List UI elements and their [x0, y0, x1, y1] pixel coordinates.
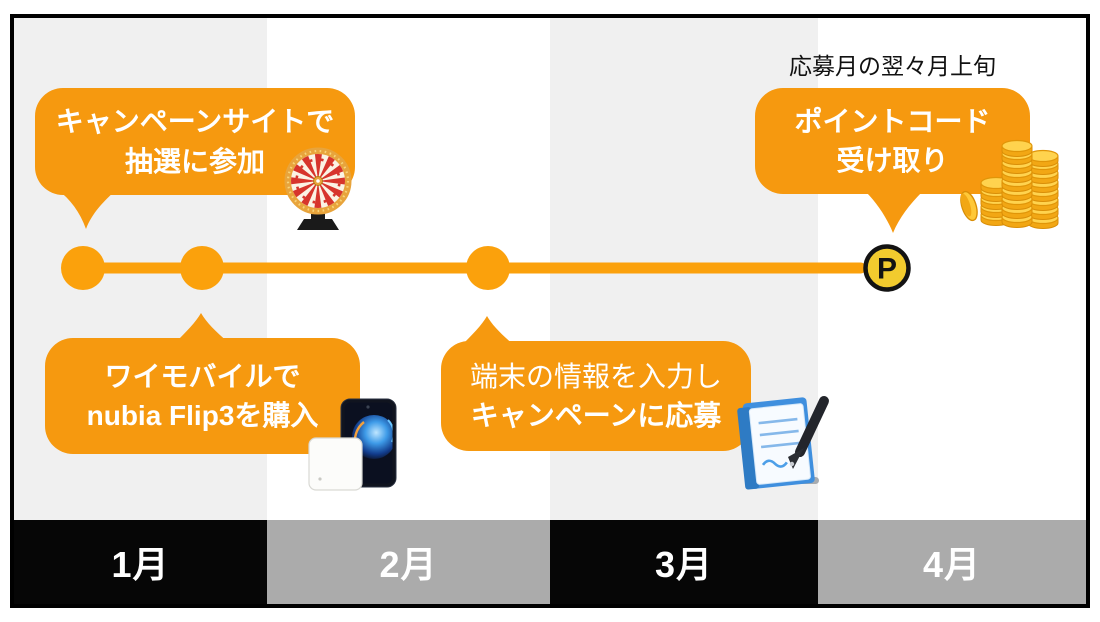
month-band-january: 1月: [14, 520, 267, 604]
bubble-receive-line1: ポイントコード: [794, 105, 991, 137]
bubble-apply-line1: 端末の情報を入力し: [469, 360, 722, 392]
month-label: 4月: [922, 544, 982, 585]
month-band-february: 2月: [267, 520, 550, 604]
month-label: 1月: [111, 544, 170, 585]
bubble-lottery-line1: キャンペーンサイトで: [55, 106, 335, 138]
bubble-apply: 端末の情報を入力し キャンペーンに応募: [441, 341, 751, 451]
receive-timing-note: 応募月の翌々月上旬: [789, 53, 996, 79]
bubble-lottery: キャンペーンサイトで 抽選に参加: [35, 88, 355, 195]
bubble-receive: ポイントコード 受け取り: [755, 88, 1030, 194]
month-label: 2月: [379, 544, 438, 585]
bubble-apply-line2: キャンペーンに応募: [470, 400, 722, 431]
bubble-purchase: ワイモバイルで nubia Flip3を購入: [45, 338, 360, 454]
month-label: 3月: [654, 544, 714, 585]
bubble-lottery-line2: 抽選に参加: [124, 145, 265, 177]
month-band-april: 4月: [818, 520, 1086, 604]
bubble-receive-line2: 受け取り: [836, 145, 949, 176]
month-band-march: 3月: [550, 520, 818, 604]
bubble-purchase-line1: ワイモバイルで: [104, 360, 301, 392]
bubble-purchase-line2: nubia Flip3を購入: [86, 400, 319, 431]
